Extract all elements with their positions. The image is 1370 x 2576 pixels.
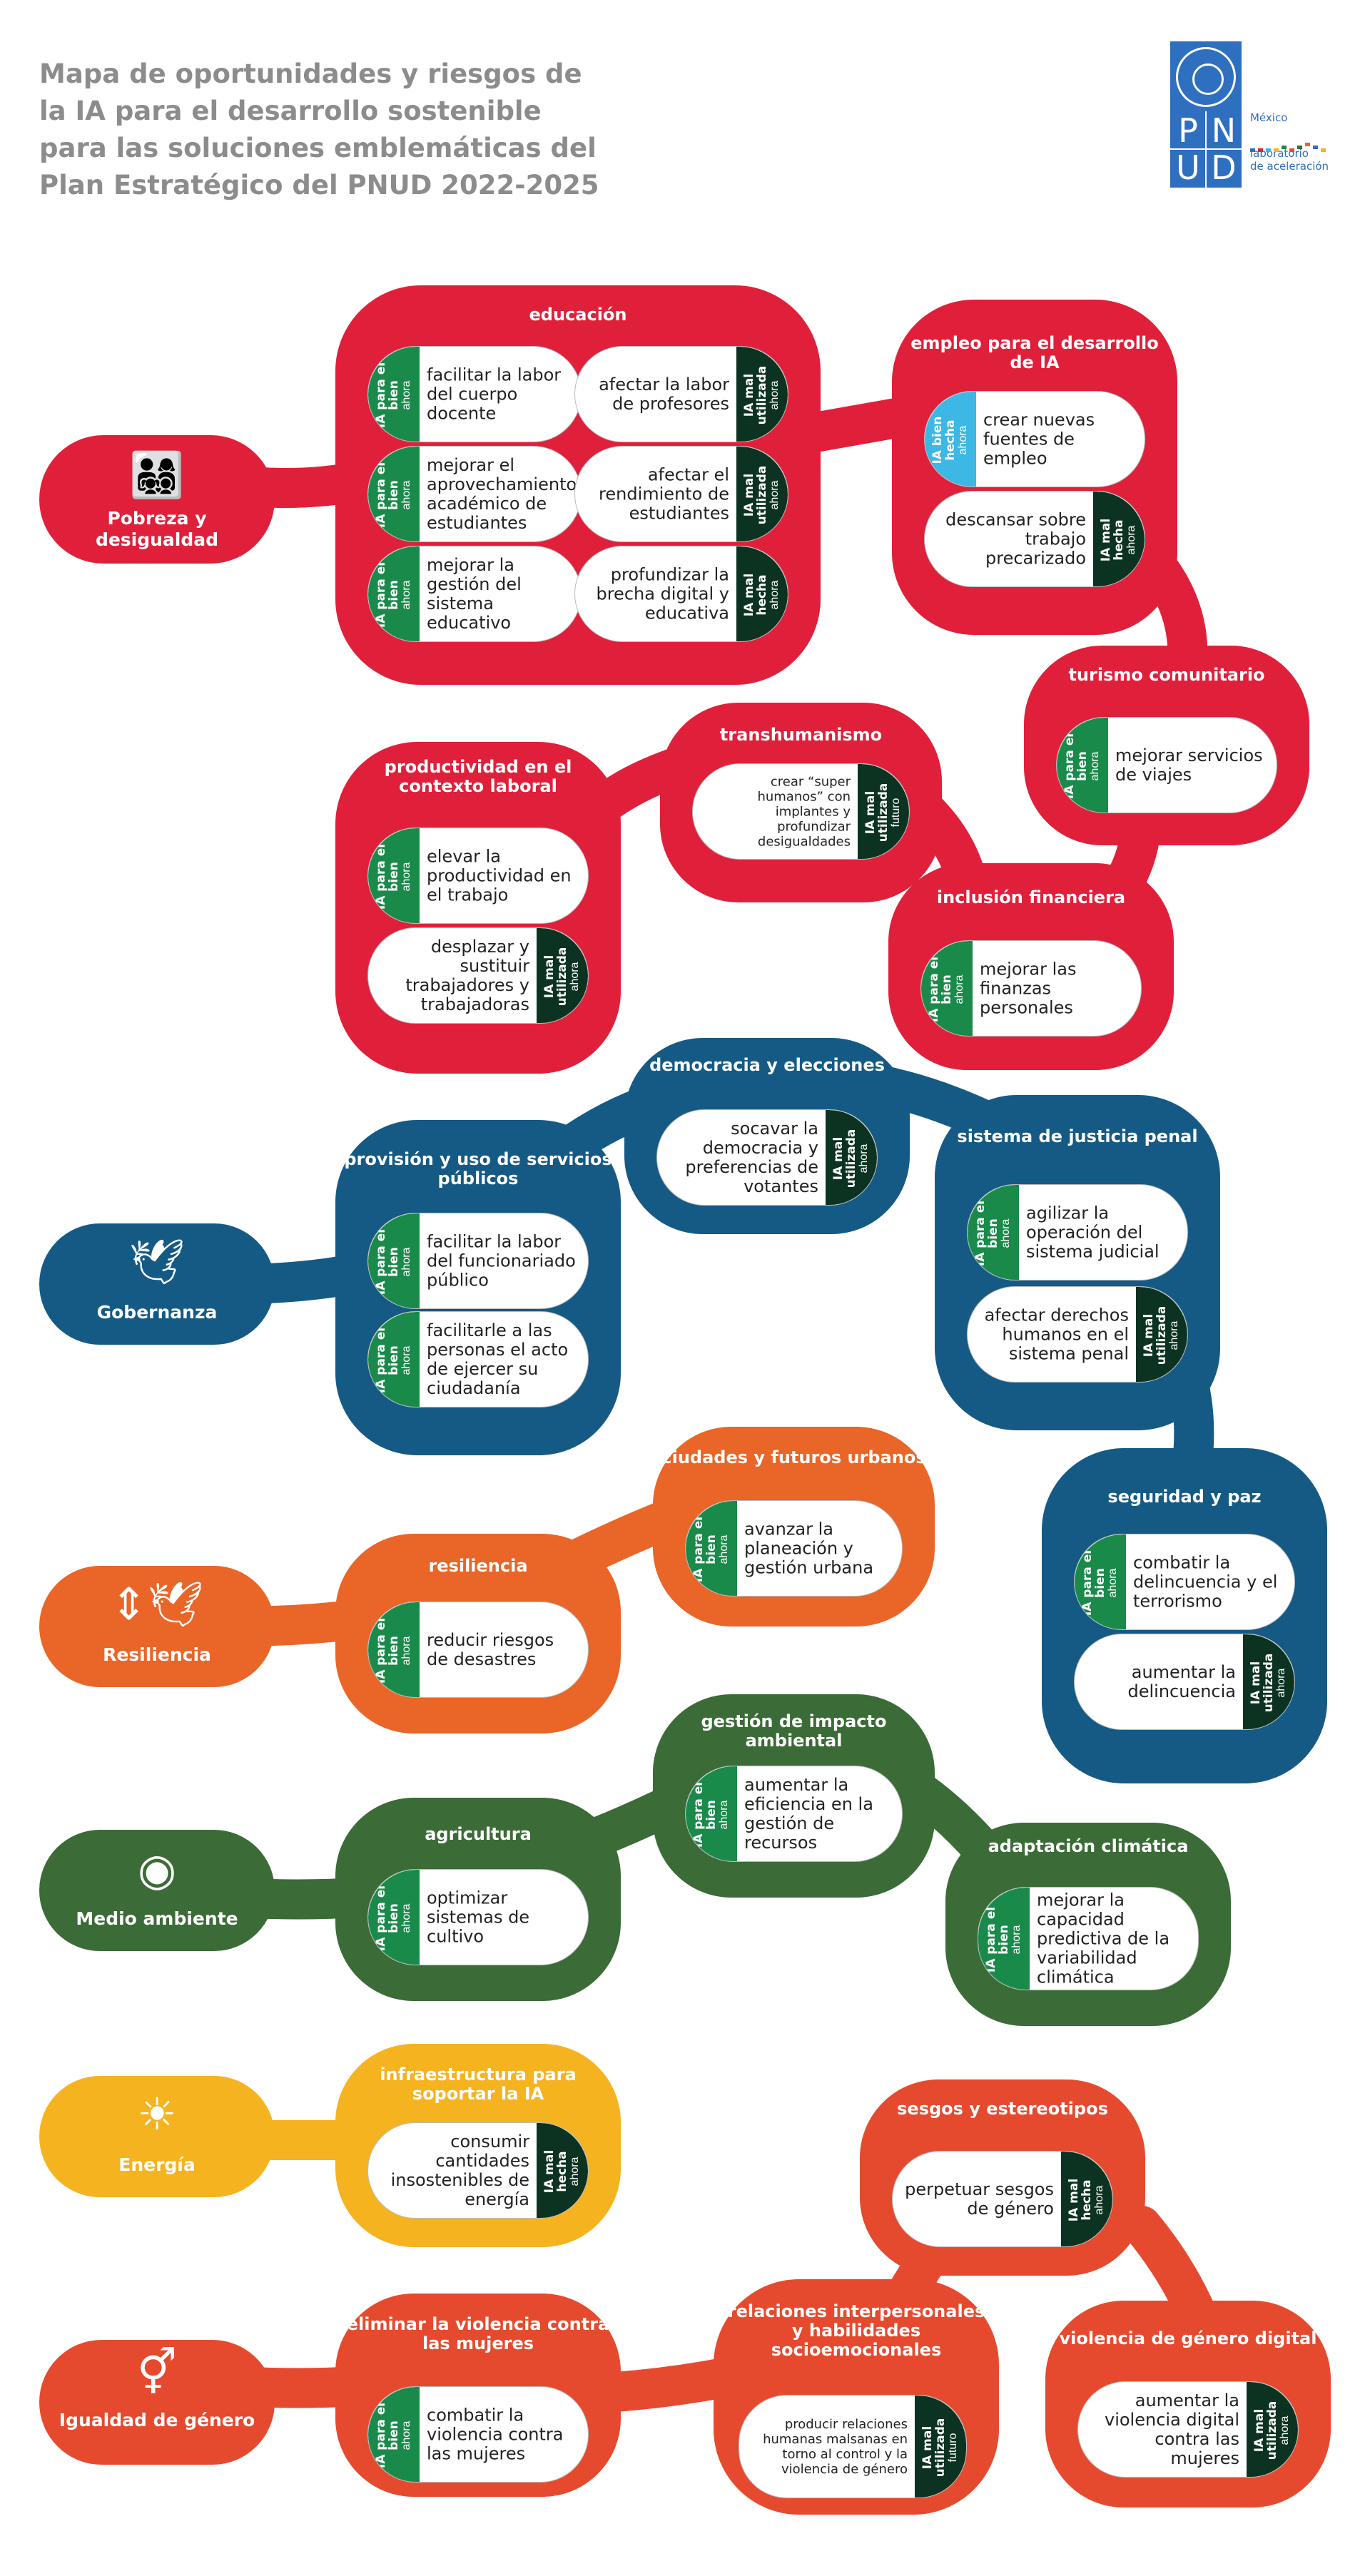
sdg-energia: ☀ Energía bbox=[39, 2076, 275, 2197]
brand-text: México laboratorio de aceleración bbox=[1250, 111, 1364, 173]
node-empleo: empleo para el desarrollo de IA IA bien … bbox=[892, 300, 1177, 635]
page-title: Mapa de oportunidades y riesgos de la IA… bbox=[39, 58, 599, 200]
sdg-gobernanza: 🕊 Gobernanza bbox=[39, 1223, 275, 1345]
sdg-igualdad-genero: ⚥ Igualdad de género bbox=[39, 2340, 275, 2465]
gender-icon: ⚥ bbox=[137, 2348, 177, 2398]
node-gestion-ambiental: gestión de impacto ambiental IA para el … bbox=[653, 1694, 935, 1898]
node-democracia: democracia y elecciones IA mal utilizada… bbox=[624, 1038, 910, 1234]
eye-globe-icon: ◉ bbox=[137, 1846, 177, 1895]
node-provision-servicios: provisión y uso de servicios públicos IA… bbox=[335, 1120, 621, 1455]
node-violencia-digital: violencia de género digital IA mal utili… bbox=[1045, 2301, 1331, 2508]
node-violencia-mujeres: eliminar la violencia contra las mujeres… bbox=[335, 2294, 621, 2497]
node-infraestructura: infraestructura para soportar la IA IA m… bbox=[335, 2044, 621, 2247]
arrows-dove-icon: ⇕🕊 bbox=[110, 1580, 204, 1629]
sdg-medio-ambiente: ◉ Medio ambiente bbox=[39, 1830, 275, 1951]
sun-power-icon: ☀ bbox=[137, 2090, 177, 2139]
sdg-pobreza: 👨‍👩‍👧‍👦 Pobreza y desigualdad bbox=[39, 435, 275, 564]
node-relaciones-interpersonales: relaciones interpersonales y habilidades… bbox=[714, 2279, 999, 2515]
pnud-logo: P N U D bbox=[1170, 41, 1242, 188]
un-emblem-icon bbox=[1176, 47, 1236, 107]
node-justicia-penal: sistema de justicia penal IA para el bie… bbox=[935, 1095, 1220, 1430]
brand-country: México bbox=[1250, 111, 1288, 124]
node-ciudades: ciudades y futuros urbanos IA para el bi… bbox=[653, 1427, 935, 1626]
family-icon: 👨‍👩‍👧‍👦 bbox=[129, 451, 185, 500]
brand-lab-line2: de aceleración bbox=[1250, 160, 1329, 173]
dove-gavel-icon: 🕊 bbox=[128, 1238, 186, 1287]
node-productividad: productividad en el contexto laboral IA … bbox=[335, 742, 621, 1074]
sdg-resiliencia: ⇕🕊 Resiliencia bbox=[39, 1566, 275, 1687]
